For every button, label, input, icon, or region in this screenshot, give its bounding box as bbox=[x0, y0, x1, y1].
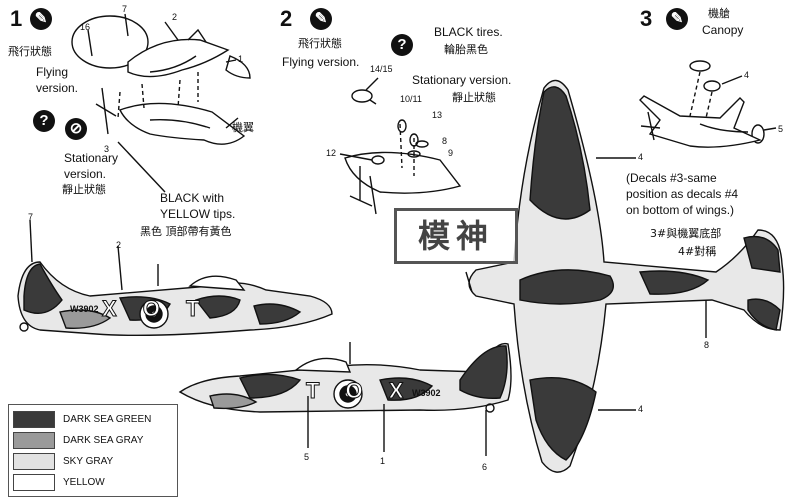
decal-note-en-3: on bottom of wings.) bbox=[626, 203, 735, 217]
step3-canopy-en: Canopy bbox=[702, 23, 744, 37]
step-1-number: 1 bbox=[10, 6, 23, 31]
legend-swatch bbox=[13, 432, 55, 449]
callout-16: 16 bbox=[80, 22, 91, 32]
step1-prop-cn: 黑色 頂部帶有黃色 bbox=[140, 225, 232, 238]
callout-3: 3 bbox=[104, 144, 110, 154]
decal-note-en-1: (Decals #3-same bbox=[626, 171, 717, 185]
step3-assembly-drawing bbox=[639, 60, 777, 148]
step2-tires-cn: 輪胎黑色 bbox=[444, 43, 488, 56]
callout-7: 7 bbox=[122, 4, 128, 14]
callout-4-step3: 4 bbox=[744, 70, 750, 80]
legend-label: DARK SEA GREEN bbox=[63, 414, 152, 425]
decal-note-cn-1: 3#與機翼底部 bbox=[650, 227, 722, 240]
glue-tube-icon: ✎ bbox=[666, 8, 688, 30]
step1-assembly-drawing bbox=[71, 13, 251, 193]
bottom-code-letters: T O X bbox=[305, 377, 414, 403]
no-glue-icon: ⊘ bbox=[65, 118, 87, 140]
step1-stationary-cn: 靜止狀態 bbox=[62, 183, 106, 196]
top-code-letters: X O T bbox=[101, 295, 210, 321]
callout-6-side: 6 bbox=[482, 462, 488, 472]
callout-8: 8 bbox=[442, 136, 448, 146]
legend-label: SKY GRAY bbox=[63, 456, 114, 467]
step2-assembly-drawing bbox=[339, 77, 462, 215]
step3-canopy-cn: 機艙 bbox=[708, 7, 730, 20]
legend-row: SKY GRAY bbox=[13, 451, 173, 472]
step1-flying-en-line2: version. bbox=[36, 81, 79, 95]
callout-13: 13 bbox=[432, 110, 443, 120]
step1-stationary-en-line1: Stationary bbox=[64, 151, 119, 165]
step2-tires-en: BLACK tires. bbox=[434, 25, 503, 39]
step1-wing-cn: 機翼 bbox=[232, 121, 254, 134]
legend-swatch bbox=[13, 474, 55, 491]
legend-row: YELLOW bbox=[13, 472, 173, 493]
step-3-number: 3 bbox=[640, 6, 653, 31]
top-serial-code: W3902 bbox=[70, 304, 99, 314]
watermark-stamp: 模神 bbox=[394, 208, 518, 264]
decal-note-en-2: position as decals #4 bbox=[626, 187, 739, 201]
callout-8-plan: 8 bbox=[704, 340, 710, 350]
step2-stationary-en: Stationary version. bbox=[412, 73, 512, 87]
callout-5-side: 5 bbox=[304, 452, 310, 462]
legend-row: DARK SEA GRAY bbox=[13, 430, 173, 451]
side-view-top-aircraft bbox=[17, 219, 333, 337]
callout-2: 2 bbox=[172, 12, 178, 22]
callout-2-side: 2 bbox=[116, 240, 122, 250]
question-icon: ? bbox=[391, 34, 413, 56]
step-2-number: 2 bbox=[280, 6, 293, 31]
callout-4-lower: 4 bbox=[638, 404, 644, 414]
step1-flying-cn: 飛行狀態 bbox=[8, 45, 52, 58]
step2-flying-en: Flying version. bbox=[282, 55, 360, 69]
legend-swatch bbox=[13, 411, 55, 428]
glue-tube-icon: ✎ bbox=[310, 8, 332, 30]
legend-label: DARK SEA GRAY bbox=[63, 435, 144, 446]
decal-note-cn-2: 4#對稱 bbox=[678, 245, 717, 258]
callout-10-11: 10/11 bbox=[400, 94, 422, 104]
callout-1-side: 1 bbox=[380, 456, 386, 466]
step1-flying-en-line1: Flying bbox=[36, 65, 69, 79]
callout-9: 9 bbox=[448, 148, 454, 158]
color-legend: DARK SEA GREEN DARK SEA GRAY SKY GRAY YE… bbox=[8, 404, 178, 497]
step2-stationary-cn: 靜止狀態 bbox=[452, 91, 496, 104]
legend-label: YELLOW bbox=[63, 477, 105, 488]
glue-tube-icon: ✎ bbox=[30, 8, 52, 30]
step1-stationary-en-line2: version. bbox=[64, 167, 107, 181]
callout-7-side: 7 bbox=[28, 212, 34, 222]
callout-1: 1 bbox=[238, 54, 244, 64]
callout-14-15: 14/15 bbox=[370, 64, 393, 74]
step1-prop-en-line2: YELLOW tips. bbox=[160, 207, 236, 221]
plan-view-aircraft bbox=[465, 79, 785, 473]
question-icon: ? bbox=[33, 110, 55, 132]
legend-swatch bbox=[13, 453, 55, 470]
side-view-bottom-aircraft bbox=[178, 342, 512, 456]
callout-4-upper: 4 bbox=[638, 152, 644, 162]
legend-row: DARK SEA GREEN bbox=[13, 409, 173, 430]
step1-prop-en-line1: BLACK with bbox=[160, 191, 225, 205]
bottom-serial-code: W3902 bbox=[412, 388, 441, 398]
callout-5-step3: 5 bbox=[778, 124, 784, 134]
step2-flying-cn: 飛行狀態 bbox=[298, 37, 342, 50]
callout-12: 12 bbox=[326, 148, 337, 158]
